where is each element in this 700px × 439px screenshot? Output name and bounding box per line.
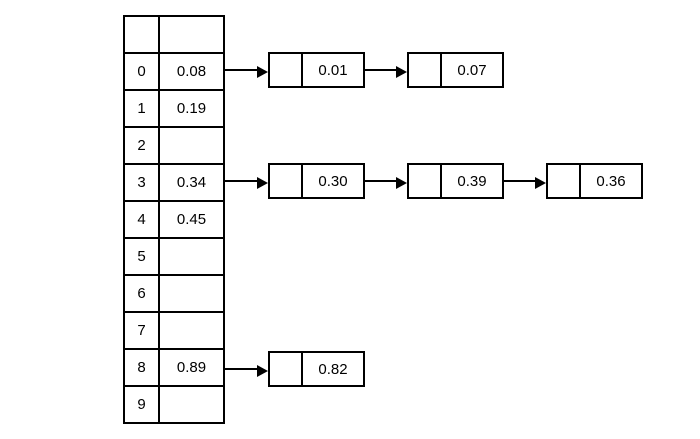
array-value-cell <box>160 387 223 422</box>
array-row-7: 7 <box>125 311 223 348</box>
array-row-0: 0 0.08 <box>125 52 223 89</box>
node-value-cell: 0.39 <box>457 172 487 190</box>
array-index-cell: 3 <box>125 165 160 200</box>
array-value-cell: 0.34 <box>176 174 207 191</box>
node-value-cell: 0.36 <box>596 172 626 190</box>
array-value-cell: 0.45 <box>176 211 207 228</box>
node-pointer-cell <box>270 165 303 197</box>
next-pointer-arrow <box>365 66 407 78</box>
array-row-3: 3 0.34 <box>125 163 223 200</box>
array-value-cell: 0.19 <box>176 100 207 117</box>
array-row-6: 6 <box>125 274 223 311</box>
node-value-cell: 0.82 <box>318 360 348 378</box>
next-pointer-arrow <box>225 365 268 377</box>
next-pointer-arrow <box>225 177 268 189</box>
array-index-cell: 5 <box>125 239 160 274</box>
array-value-cell: 0.08 <box>176 63 207 80</box>
list-node: 0.39 <box>407 163 504 199</box>
array-value-cell: 0.89 <box>176 359 207 376</box>
array-value-cell <box>160 276 223 311</box>
array-value-cell <box>160 313 223 348</box>
list-node: 0.30 <box>268 163 365 199</box>
list-node: 0.36 <box>546 163 643 199</box>
array-index-cell: 7 <box>125 313 160 348</box>
array-row-4: 4 0.45 <box>125 200 223 237</box>
array-index-cell: 2 <box>125 128 160 163</box>
array-index-cell: 9 <box>125 387 160 422</box>
bucket-array: 0 0.08 1 0.19 2 3 0.34 4 0.45 5 6 7 <box>123 15 225 424</box>
next-pointer-arrow <box>365 177 407 189</box>
array-value-cell <box>160 239 223 274</box>
list-node: 0.07 <box>407 52 504 88</box>
node-value-cell: 0.07 <box>457 61 487 79</box>
array-row-9: 9 <box>125 385 223 422</box>
node-pointer-cell <box>548 165 581 197</box>
array-value-cell <box>160 128 223 163</box>
array-value-cell <box>160 17 223 52</box>
list-node: 0.82 <box>268 351 365 387</box>
next-pointer-arrow <box>504 177 546 189</box>
node-value-cell: 0.01 <box>318 61 348 79</box>
array-row-1: 1 0.19 <box>125 89 223 126</box>
array-index-cell: 6 <box>125 276 160 311</box>
array-index-cell: 0 <box>125 54 160 89</box>
node-pointer-cell <box>270 54 303 86</box>
node-pointer-cell <box>270 353 303 385</box>
node-pointer-cell <box>409 165 442 197</box>
array-index-cell: 1 <box>125 91 160 126</box>
array-header-row <box>125 17 223 52</box>
array-row-8: 8 0.89 <box>125 348 223 385</box>
node-pointer-cell <box>409 54 442 86</box>
array-row-2: 2 <box>125 126 223 163</box>
array-row-5: 5 <box>125 237 223 274</box>
next-pointer-arrow <box>225 66 268 78</box>
array-index-cell: 4 <box>125 202 160 237</box>
node-value-cell: 0.30 <box>318 172 348 190</box>
list-node: 0.01 <box>268 52 365 88</box>
array-index-cell: 8 <box>125 350 160 385</box>
array-index-cell <box>125 17 160 52</box>
